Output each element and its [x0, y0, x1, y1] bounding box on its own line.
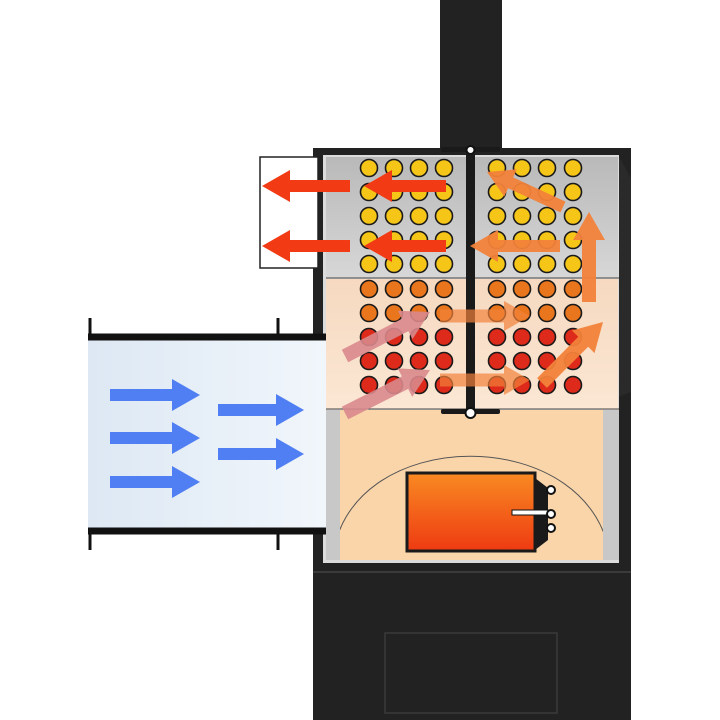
shaft-pivot-top — [465, 145, 476, 155]
base-plinth — [313, 563, 631, 720]
firebox-side-left — [326, 410, 340, 560]
firebox-dome — [340, 455, 603, 533]
arrow-right-icon — [218, 394, 304, 426]
central-divider-shaft — [441, 145, 500, 419]
arrow-left-icon — [262, 170, 350, 202]
arrow-right-icon — [110, 379, 200, 411]
tube — [512, 158, 532, 178]
tube — [537, 279, 557, 299]
firebox-side-right — [603, 410, 619, 560]
tube — [384, 279, 404, 299]
tube — [512, 351, 532, 371]
tube — [487, 327, 507, 347]
arrow-diagonal-icon — [487, 169, 566, 213]
tube — [563, 206, 583, 226]
tube — [563, 254, 583, 274]
tube — [434, 254, 454, 274]
chimney-flue — [440, 0, 502, 152]
arrow-diagonal-icon — [537, 322, 603, 388]
tube — [409, 206, 429, 226]
tube — [537, 206, 557, 226]
tube — [409, 158, 429, 178]
cabinet-side-panel — [618, 155, 631, 397]
tube — [409, 351, 429, 371]
burner-unit — [405, 471, 556, 553]
arrow-right-icon — [110, 466, 200, 498]
tube — [384, 206, 404, 226]
access-panel — [384, 632, 558, 714]
tube — [359, 158, 379, 178]
tube — [434, 279, 454, 299]
burner-body — [405, 471, 537, 553]
tube — [512, 279, 532, 299]
tube — [409, 254, 429, 274]
tube — [487, 351, 507, 371]
tube — [434, 158, 454, 178]
tube — [359, 206, 379, 226]
arrow-diagonal-icon — [440, 365, 530, 395]
tube — [487, 279, 507, 299]
tube — [537, 254, 557, 274]
tube — [512, 327, 532, 347]
tube — [434, 206, 454, 226]
arrow-left-icon — [262, 230, 350, 262]
tube — [563, 158, 583, 178]
arrow-left-icon — [364, 230, 446, 262]
tube — [563, 279, 583, 299]
tube — [537, 327, 557, 347]
arrow-diagonal-icon — [341, 368, 430, 420]
tube — [563, 375, 583, 395]
tube — [512, 206, 532, 226]
arrow-left-icon — [364, 170, 446, 202]
arrow-diagonal-icon — [341, 310, 430, 363]
tube — [512, 254, 532, 274]
arrow-diagonal-icon — [440, 301, 530, 331]
tube — [359, 303, 379, 323]
arrow-right-icon — [110, 422, 200, 454]
tube — [563, 182, 583, 202]
shaft-pivot-bottom — [464, 407, 477, 419]
tube — [359, 279, 379, 299]
air-flow-arrows — [110, 169, 605, 498]
tube — [487, 206, 507, 226]
tube — [434, 351, 454, 371]
arrow-right-icon — [218, 438, 304, 470]
tube — [359, 351, 379, 371]
arrow-diagonal-icon — [470, 230, 560, 262]
tube — [434, 327, 454, 347]
tube — [384, 351, 404, 371]
tube — [537, 303, 557, 323]
tube — [359, 254, 379, 274]
arrow-diagonal-icon — [573, 212, 605, 302]
tube — [409, 279, 429, 299]
tube — [537, 158, 557, 178]
tube — [563, 303, 583, 323]
burner-nozzle-pipe — [511, 509, 549, 516]
